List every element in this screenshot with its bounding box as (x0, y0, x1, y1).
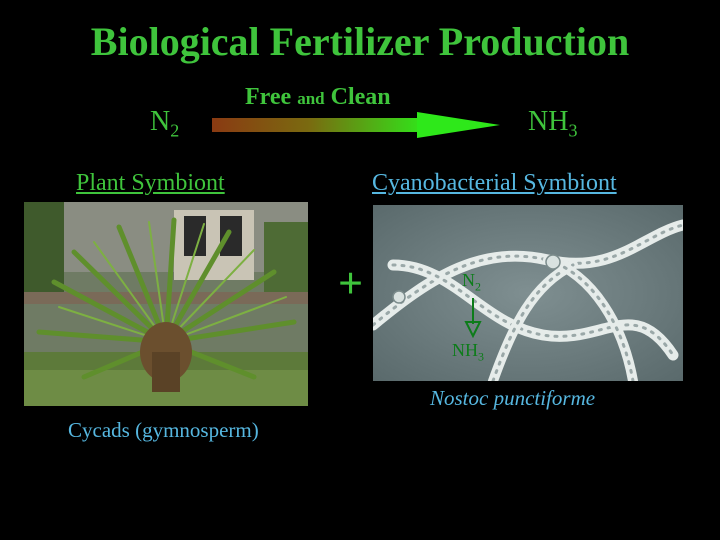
slide-title: Biological Fertilizer Production (90, 19, 630, 64)
inner-reactant-subscript: 2 (475, 279, 481, 294)
inner-reactant-base: N (462, 270, 475, 290)
cyanobacterial-symbiont-heading: Cyanobacterial Symbiont (372, 170, 617, 196)
product-base: NH (528, 106, 569, 137)
reactant-n2: N2 (150, 106, 179, 142)
arrow-label: Free and Clean (245, 84, 391, 111)
arrow-word-and: and (297, 89, 325, 108)
reactant-base: N (150, 106, 171, 137)
product-nh3: NH3 (528, 106, 577, 142)
nostoc-micrograph (373, 205, 683, 381)
reaction-arrow-icon (212, 112, 500, 138)
inner-down-arrow-icon (464, 298, 482, 338)
inner-reactant-n2: N2 (462, 270, 481, 295)
arrow-word-free: Free (245, 84, 292, 110)
reactant-subscript: 2 (170, 120, 180, 141)
plant-symbiont-heading: Plant Symbiont (76, 170, 225, 196)
product-subscript: 3 (568, 120, 578, 141)
inner-product-base: NH (452, 340, 478, 360)
cycad-photo (24, 202, 308, 406)
inner-product-nh3: NH3 (452, 340, 484, 365)
plant-caption: Cycads (gymnosperm) (68, 418, 259, 442)
arrow-word-clean: Clean (330, 84, 391, 110)
inner-product-subscript: 3 (478, 349, 484, 364)
plus-sign: + (338, 259, 364, 308)
species-caption: Nostoc punctiforme (430, 386, 596, 410)
